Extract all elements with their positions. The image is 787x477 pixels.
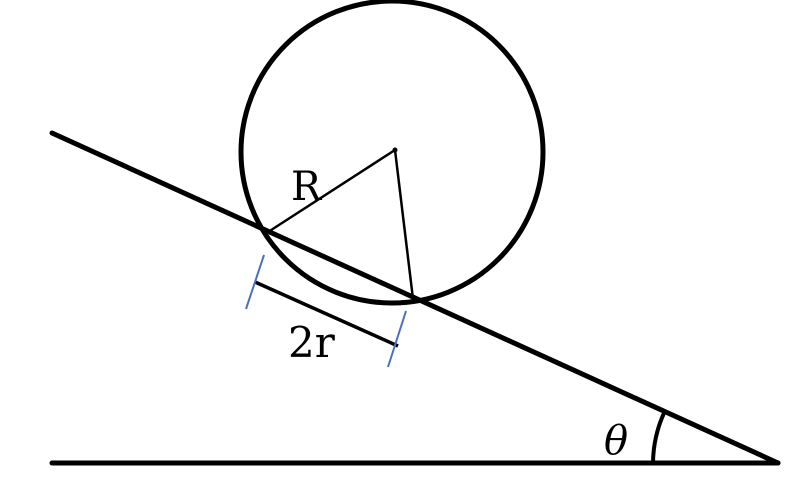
incline-line	[49, 130, 781, 466]
radius-label: R	[291, 164, 323, 210]
chord-label: 2r	[288, 318, 336, 367]
chord-tick-right	[387, 310, 407, 368]
radius-line-left	[264, 148, 396, 236]
angle-arc	[651, 412, 666, 464]
angle-label: θ	[604, 418, 628, 464]
radius-line-right	[393, 149, 415, 300]
sphere-circle	[238, 0, 546, 306]
chord-dimension-line	[254, 280, 399, 348]
chord-tick-left	[245, 254, 265, 310]
